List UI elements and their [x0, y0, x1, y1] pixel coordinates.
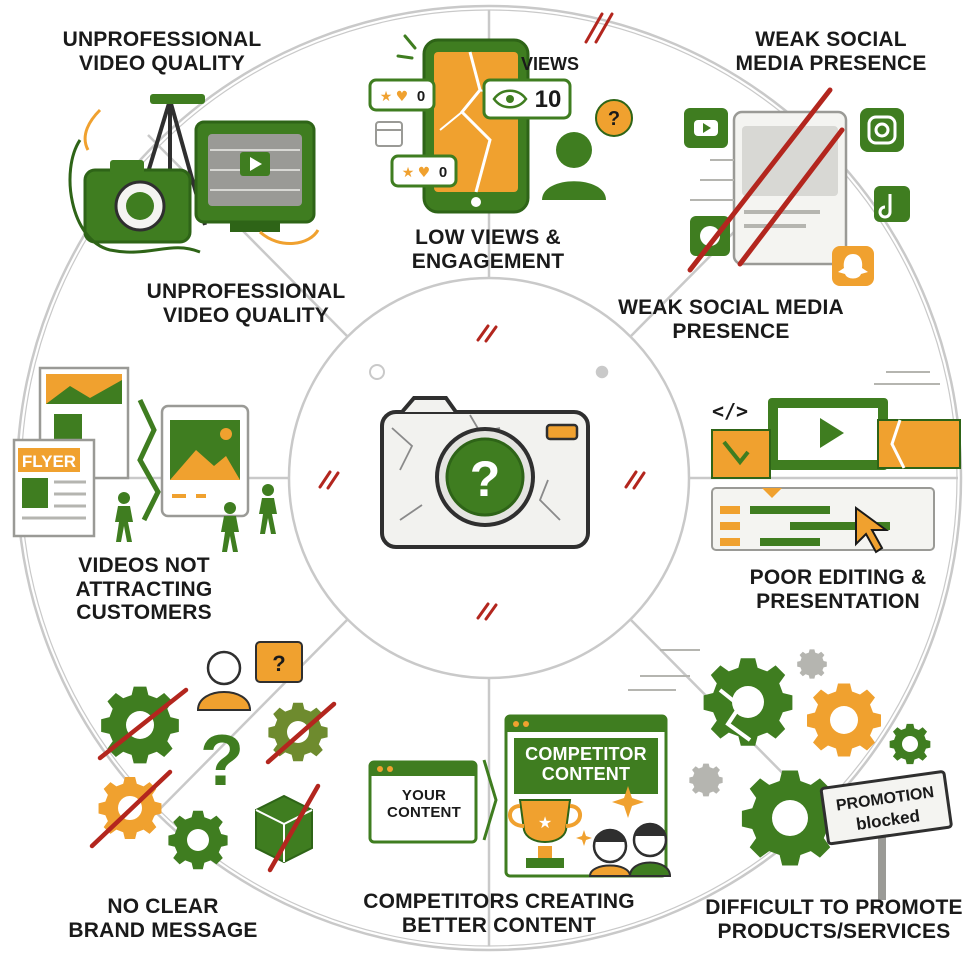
film-strip-icon	[711, 371, 961, 479]
instagram-icon	[860, 108, 904, 152]
cursor-icon	[855, 506, 890, 554]
reaction-bubble-bottom: ★ ♥ 0	[390, 154, 458, 188]
brand-red-slashes	[89, 687, 337, 873]
svg-text:?: ?	[272, 651, 285, 676]
snapchat-icon	[832, 246, 874, 286]
reaction-bubble-top: ★ ♥ 0	[368, 78, 436, 112]
question-bubble-icon: ?	[595, 99, 633, 137]
happy-people-icon	[588, 822, 672, 877]
svg-text:★: ★	[538, 813, 552, 832]
center-question-mark: ?	[470, 451, 501, 507]
svg-text:0: 0	[417, 88, 425, 105]
svg-text:★: ★	[402, 165, 415, 181]
user-icon	[542, 132, 606, 200]
signal-lines	[396, 34, 417, 60]
trophy-icon: ★	[508, 799, 582, 868]
timeline-icon	[711, 487, 935, 551]
signpost-icon: PROMOTION blocked	[819, 770, 953, 900]
label-videos-not-attracting: VIDEOS NOT ATTRACTING CUSTOMERS	[75, 554, 213, 625]
your-content-card	[368, 760, 478, 844]
views-label: VIEWS	[521, 54, 579, 74]
views-bubble: 10	[482, 78, 572, 120]
label-unprofessional-quality-bottom: UNPROFESSIONAL VIDEO QUALITY	[146, 280, 346, 327]
label-poor-editing: POOR EDITING & PRESENTATION	[749, 566, 927, 613]
gear-icon	[628, 649, 931, 866]
code-brackets-icon: </>	[712, 399, 748, 423]
tripod-camera-icon	[68, 94, 207, 254]
question-mark-icon: ?	[200, 721, 244, 801]
crt-monitor-play-icon	[194, 120, 320, 246]
chevron-right-icon	[482, 759, 498, 841]
social-feed-card	[690, 110, 848, 266]
center-camera-icon: ?	[380, 396, 590, 549]
label-low-views: LOW VIEWS & ENGAGEMENT	[411, 226, 565, 273]
svg-text:♥: ♥	[418, 165, 431, 181]
box-icon	[255, 794, 313, 864]
calendar-icon	[375, 121, 403, 147]
sparkle-icon	[576, 786, 644, 846]
label-no-clear-brand: NO CLEAR BRAND MESSAGE	[68, 895, 258, 942]
views-count: 10	[535, 86, 562, 113]
chat-bubble-icon	[690, 216, 730, 256]
your-content-label: YOUR CONTENT	[387, 787, 461, 821]
tiktok-icon	[874, 186, 910, 222]
svg-text:★: ★	[380, 89, 393, 105]
lightning-crack	[137, 398, 161, 522]
svg-text:♥: ♥	[396, 89, 409, 105]
user-question-icon: ?	[196, 641, 303, 711]
label-unprofessional-quality-top: UNPROFESSIONAL VIDEO QUALITY	[62, 28, 262, 75]
social-red-slashes	[687, 87, 845, 273]
ring-break-marks	[318, 12, 646, 621]
flyer-tag: FLYER	[22, 452, 76, 471]
competitor-content-label: COMPETITOR CONTENT	[525, 744, 647, 785]
svg-text:0: 0	[439, 164, 447, 181]
svg-text:?: ?	[608, 108, 620, 130]
flyer-icon: FLYER	[12, 366, 130, 538]
image-card-icon	[160, 404, 250, 518]
label-difficult-promote: DIFFICULT TO PROMOTE PRODUCTS/SERVICES	[705, 896, 963, 943]
youtube-icon	[684, 108, 728, 148]
eye-icon	[492, 89, 528, 109]
label-weak-social-top: WEAK SOCIAL MEDIA PRESENCE	[735, 28, 927, 75]
label-competitors-better: COMPETITORS CREATING BETTER CONTENT	[363, 890, 635, 937]
label-weak-social-bottom: WEAK SOCIAL MEDIA PRESENCE	[618, 296, 844, 343]
